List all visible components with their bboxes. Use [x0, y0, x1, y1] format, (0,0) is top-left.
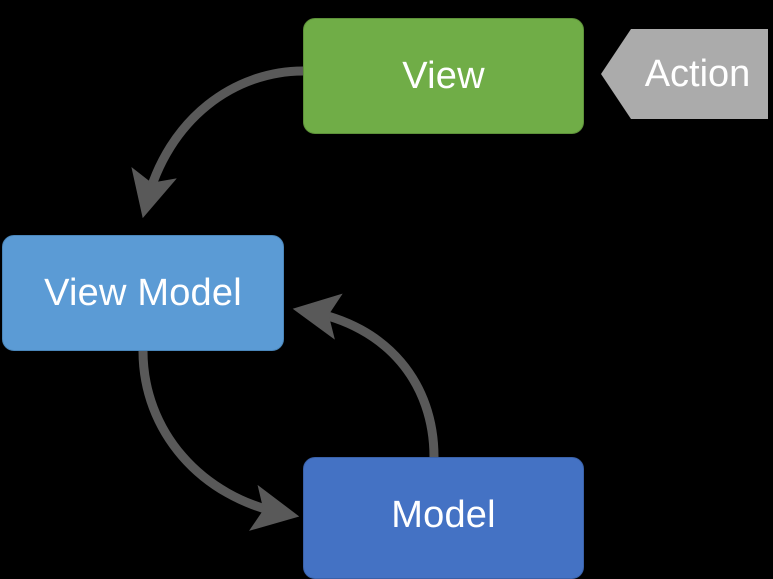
connector-view-model-to-model: [138, 350, 300, 531]
node-view-model[interactable]: View Model: [2, 235, 284, 351]
node-model[interactable]: Model: [303, 457, 584, 579]
node-model-label: Model: [391, 494, 496, 536]
connector-view-to-view-model: [131, 66, 304, 219]
connector-model-to-view-model: [292, 293, 439, 458]
node-action-label: Action: [644, 53, 751, 95]
node-action-callout[interactable]: Action: [601, 29, 768, 119]
node-view[interactable]: View: [303, 18, 584, 134]
node-view-model-label: View Model: [44, 272, 242, 314]
node-view-label: View: [402, 55, 485, 97]
